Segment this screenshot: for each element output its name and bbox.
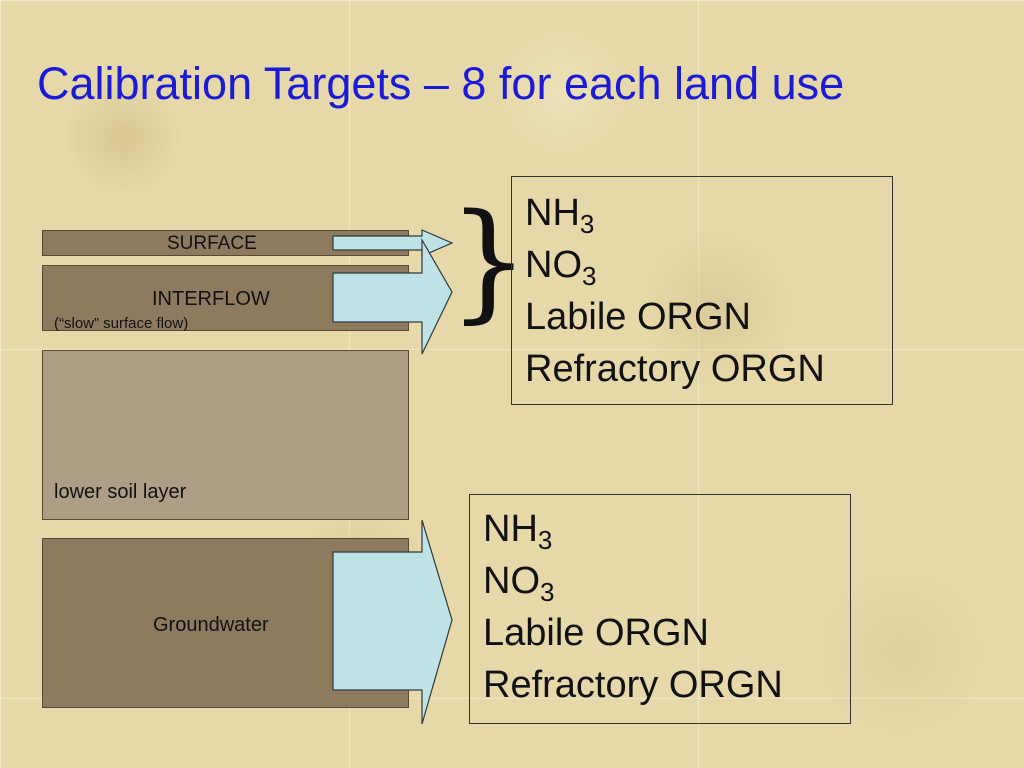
target-refractory-orgn: Refractory ORGN: [525, 348, 825, 390]
groundwater-label: Groundwater: [153, 614, 269, 636]
target-labile-orgn: Labile ORGN: [483, 612, 709, 654]
target-nh3: NH3: [483, 508, 553, 555]
target-refractory-orgn: Refractory ORGN: [483, 664, 783, 706]
interflow-note: (“slow” surface flow): [54, 315, 189, 332]
interflow-arrow: [332, 237, 453, 355]
targets-box-upper: NH3 NO3 Labile ORGN Refractory ORGN: [511, 176, 893, 405]
groundwater-arrow: [332, 519, 453, 725]
slide-title: Calibration Targets – 8 for each land us…: [37, 58, 845, 109]
target-nh3: NH3: [525, 192, 595, 239]
target-no3: NO3: [483, 560, 555, 607]
lower-soil-label: lower soil layer: [54, 481, 187, 503]
target-labile-orgn: Labile ORGN: [525, 296, 751, 338]
lower-soil-layer: lower soil layer: [42, 350, 409, 520]
target-no3: NO3: [525, 244, 597, 291]
surface-label: SURFACE: [167, 233, 257, 254]
interflow-label: INTERFLOW: [152, 288, 270, 310]
targets-box-lower: NH3 NO3 Labile ORGN Refractory ORGN: [469, 494, 851, 724]
curly-brace-icon: }: [448, 187, 530, 336]
surface-arrow: [332, 229, 454, 257]
